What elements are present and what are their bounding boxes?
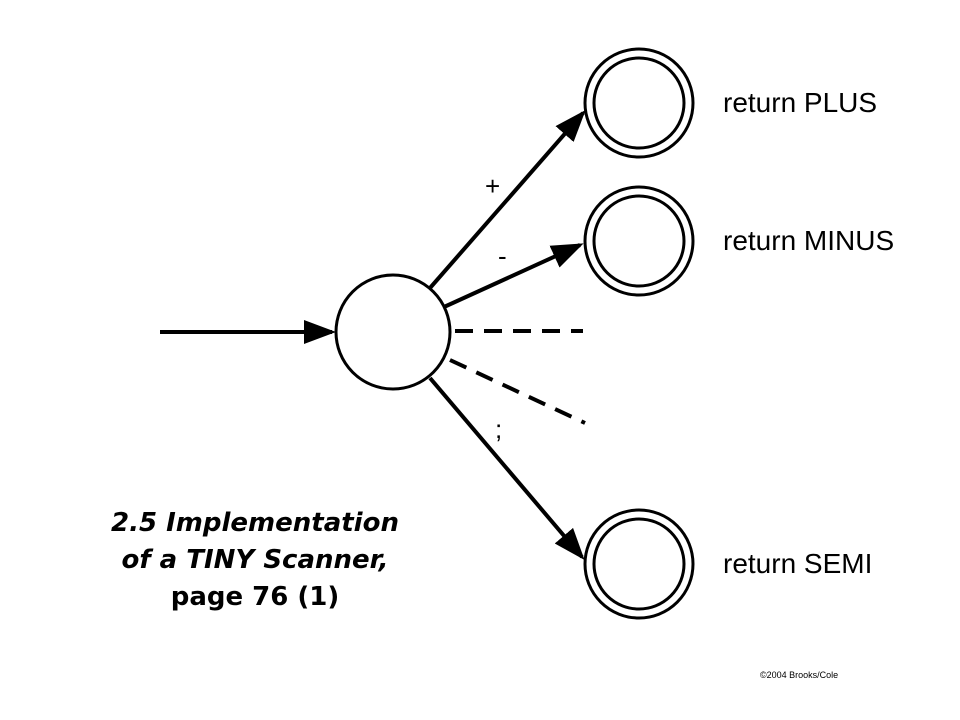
caption-line-1: 2.5 Implementation: [111, 508, 399, 538]
edge-semi: [428, 376, 585, 561]
return-label-semi: return SEMI: [723, 548, 872, 579]
start-state: [334, 273, 452, 391]
return-label-plus: return PLUS: [723, 87, 877, 118]
edge-label-semi: ;: [495, 414, 502, 444]
accept-state-semi: [583, 508, 695, 620]
caption-line-3: page 76 (1): [170, 582, 340, 612]
accept-state-plus: [583, 47, 695, 159]
accept-state-minus: [583, 185, 695, 297]
edge-label-minus: -: [498, 241, 507, 271]
return-label-minus: return MINUS: [723, 225, 894, 256]
edge-minus: [443, 243, 584, 309]
copyright-notice: ©2004 Brooks/Cole: [760, 670, 839, 680]
caption-line-2: of a TINY Scanner,: [121, 545, 389, 575]
edge-other-dashed-2: [449, 358, 586, 425]
edge-plus: [428, 109, 586, 290]
slide-caption: 2.5 Implementation of a TINY Scanner, pa…: [40, 505, 470, 616]
edge-label-plus: +: [485, 171, 500, 201]
